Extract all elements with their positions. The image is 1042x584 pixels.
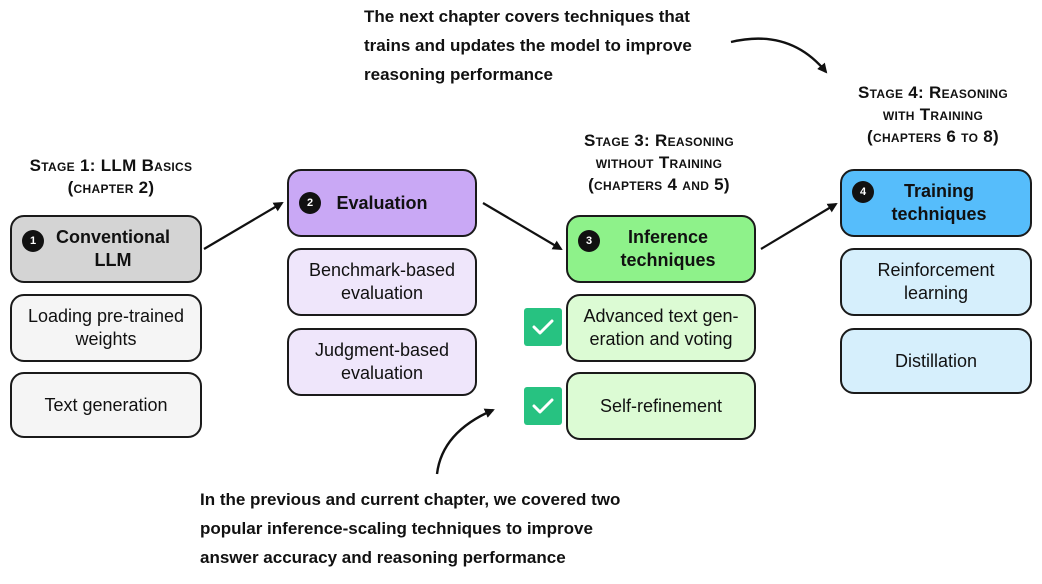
inference-techniques-box: 3 Inference techniques bbox=[566, 215, 756, 283]
step-2-badge: 2 bbox=[299, 192, 321, 214]
stage-1-title-line-2: (chapter 2) bbox=[67, 178, 155, 197]
training-techniques-label-2: techniques bbox=[891, 204, 987, 224]
conventional-llm-box: 1 Conventional LLM bbox=[10, 215, 202, 283]
stage-3-title: Stage 3: Reasoning without Training (cha… bbox=[548, 130, 770, 196]
conventional-llm-label-1: Conventional bbox=[55, 227, 170, 247]
evaluation-box: 2 Evaluation bbox=[287, 169, 477, 237]
loading-weights-label-2: weights bbox=[75, 329, 137, 349]
arrow-bottom-note bbox=[435, 408, 495, 475]
top-note: The next chapter covers techniques that … bbox=[364, 2, 692, 89]
advanced-text-generation-label-2: eration and voting bbox=[589, 329, 733, 349]
stage-1-title-line-1: Stage 1: LLM Basics bbox=[29, 156, 193, 175]
stage-3-title-line-1: Stage 3: Reasoning bbox=[583, 131, 735, 150]
stage-3-title-line-3: (chapters 4 and 5) bbox=[588, 175, 730, 194]
judgment-evaluation-box: Judgment-based evaluation bbox=[287, 328, 477, 396]
bottom-note-line-2: popular inference-scaling techniques to … bbox=[200, 519, 593, 538]
step-4-badge: 4 bbox=[852, 181, 874, 203]
reinforcement-learning-label-2: learning bbox=[903, 283, 969, 303]
training-techniques-label-1: Training bbox=[903, 181, 974, 201]
advanced-text-generation-box: Advanced text gen- eration and voting bbox=[566, 294, 756, 362]
stage-1-title: Stage 1: LLM Basics (chapter 2) bbox=[0, 155, 222, 199]
arrow-stage2-to-stage3 bbox=[482, 202, 563, 251]
check-icon bbox=[524, 308, 562, 346]
training-techniques-box: 4 Training techniques bbox=[840, 169, 1032, 237]
loading-weights-label-1: Loading pre-trained bbox=[27, 306, 185, 326]
judgment-evaluation-label-2: evaluation bbox=[340, 363, 424, 383]
reinforcement-learning-label-1: Reinforcement bbox=[877, 260, 995, 280]
advanced-text-generation-label-1: Advanced text gen- bbox=[583, 306, 739, 326]
conventional-llm-label-2: LLM bbox=[94, 250, 132, 270]
step-3-badge: 3 bbox=[578, 230, 600, 252]
check-icon bbox=[524, 387, 562, 425]
self-refinement-box: Self-refinement bbox=[566, 372, 756, 440]
stage-4-title: Stage 4: Reasoning with Training (chapte… bbox=[822, 82, 1042, 148]
arrow-stage1-to-stage2 bbox=[203, 201, 284, 250]
top-note-line-2: trains and updates the model to improve bbox=[364, 36, 692, 55]
stage-4-title-line-1: Stage 4: Reasoning bbox=[857, 83, 1009, 102]
inference-techniques-label-2: techniques bbox=[620, 250, 716, 270]
distillation-label: Distillation bbox=[894, 350, 978, 371]
benchmark-evaluation-label-2: evaluation bbox=[340, 283, 424, 303]
stage-4-title-line-3: (chapters 6 to 8) bbox=[867, 127, 999, 146]
benchmark-evaluation-box: Benchmark-based evaluation bbox=[287, 248, 477, 316]
top-note-line-3: reasoning performance bbox=[364, 65, 553, 84]
evaluation-label: Evaluation bbox=[336, 192, 428, 213]
loading-weights-box: Loading pre-trained weights bbox=[10, 294, 202, 362]
text-generation-box: Text generation bbox=[10, 372, 202, 438]
stage-4-title-line-2: with Training bbox=[882, 105, 984, 124]
self-refinement-label: Self-refinement bbox=[599, 395, 723, 416]
distillation-box: Distillation bbox=[840, 328, 1032, 394]
stage-3-title-line-2: without Training bbox=[595, 153, 723, 172]
text-generation-label: Text generation bbox=[44, 394, 168, 415]
step-1-badge: 1 bbox=[22, 230, 44, 252]
arrow-top-note bbox=[730, 37, 828, 74]
top-note-line-1: The next chapter covers techniques that bbox=[364, 7, 690, 26]
judgment-evaluation-label-1: Judgment-based bbox=[314, 340, 450, 360]
bottom-note-line-3: answer accuracy and reasoning performanc… bbox=[200, 548, 566, 567]
bottom-note: In the previous and current chapter, we … bbox=[200, 485, 620, 572]
inference-techniques-label-1: Inference bbox=[627, 227, 709, 247]
arrow-stage3-to-stage4 bbox=[760, 202, 838, 250]
bottom-note-line-1: In the previous and current chapter, we … bbox=[200, 490, 621, 509]
reinforcement-learning-box: Reinforcement learning bbox=[840, 248, 1032, 316]
benchmark-evaluation-label-1: Benchmark-based bbox=[308, 260, 456, 280]
